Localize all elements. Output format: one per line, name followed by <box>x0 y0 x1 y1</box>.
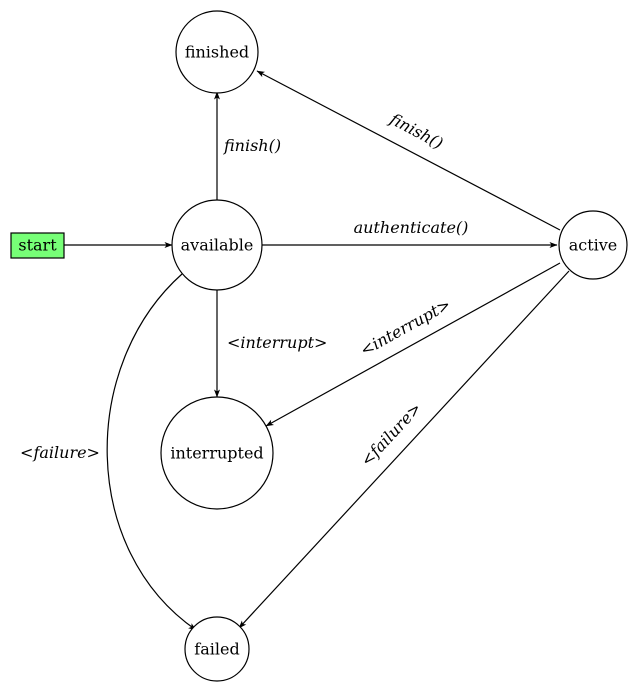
interrupted-label: interrupted <box>170 444 263 463</box>
node-finished: finished <box>175 10 259 94</box>
failed-circle <box>184 616 250 682</box>
node-active: active <box>558 210 628 280</box>
interrupted-circle <box>160 396 274 510</box>
node-failed: failed <box>184 616 250 682</box>
available-label: available <box>181 236 254 255</box>
start-label: start <box>18 236 57 255</box>
node-interrupted: interrupted <box>160 396 274 510</box>
edge-active-to-finished <box>256 70 561 231</box>
node-start: start <box>10 232 65 259</box>
edge-available-to-failed <box>106 273 197 631</box>
edge-label-available-active: authenticate() <box>354 218 469 237</box>
finished-label: finished <box>185 43 249 62</box>
failed-label: failed <box>194 640 239 659</box>
available-circle <box>171 199 263 291</box>
active-label: active <box>569 236 618 255</box>
edge-active-to-failed <box>238 270 570 629</box>
edge-label-available-interrupted: <interrupt> <box>227 333 327 352</box>
edge-active-to-interrupted <box>265 262 561 427</box>
edge-label-active-failed: <failure> <box>357 399 425 470</box>
finished-circle <box>175 10 259 94</box>
edge-label-available-finished: finish() <box>223 136 281 155</box>
start-box <box>10 232 65 259</box>
edge-label-active-finished: finish() <box>386 109 446 153</box>
edge-label-available-failed: <failure> <box>20 443 100 462</box>
node-available: available <box>171 199 263 291</box>
edge-label-active-interrupted: <interrupt> <box>357 295 454 360</box>
active-circle <box>558 210 628 280</box>
